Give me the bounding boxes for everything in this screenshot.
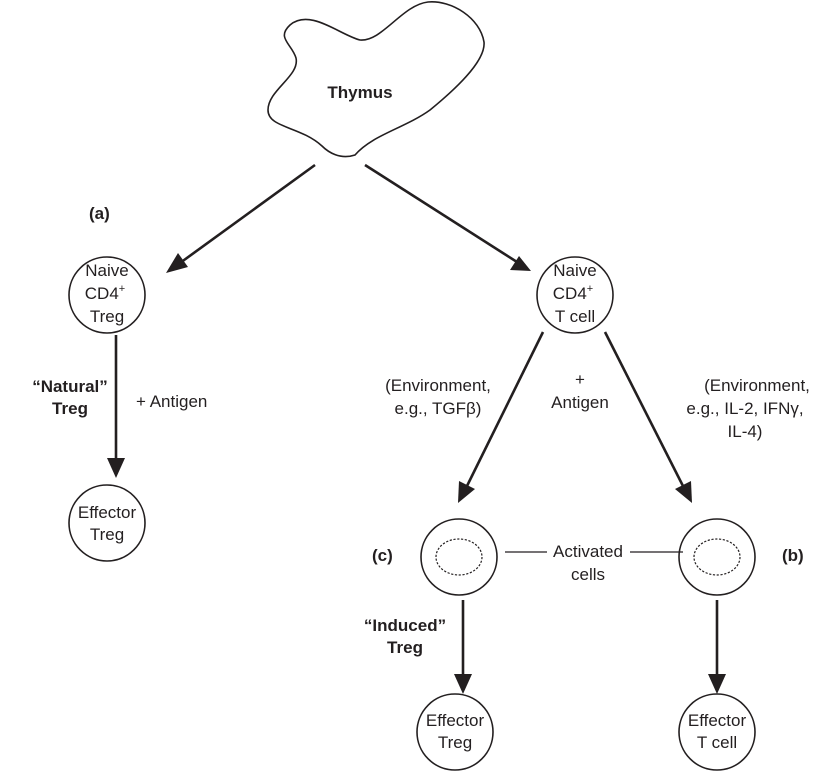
effector-tcell-line1: Effector [688,711,747,730]
naive-tcell-line2: CD4 [553,284,587,303]
effector-treg-natural-cell: Effector Treg [68,484,146,562]
arrowhead-induced [458,481,475,503]
naive-tcell-superscript: + [587,283,593,295]
effector-treg-natural-line2: Treg [90,525,124,544]
arrowhead-effector-tcell [675,481,692,503]
arrowhead-induced-treg [454,674,472,694]
env-right-line3: IL-4) [728,422,763,441]
panel-label-a: (a) [89,204,110,223]
natural-treg-line1: “Natural” [32,377,108,396]
panel-label-b: (b) [782,546,804,565]
activated-cells-line2: cells [571,565,605,584]
effector-tcell-line2: T cell [697,733,737,752]
arrowhead-naive-treg [166,253,188,273]
naive-treg-cell: Naive CD4+ Treg [68,256,146,334]
naive-treg-line3: Treg [90,307,124,326]
arrowhead-effector-tcell-final [708,674,726,694]
panel-label-c: (c) [372,546,393,565]
natural-treg-line2: Treg [52,399,88,418]
arrow-thymus-to-naive-treg [179,163,316,265]
arrowhead-natural-treg [107,458,125,478]
svg-text:CD4+: CD4+ [85,283,125,303]
antigen-center-line2: Antigen [551,393,609,412]
naive-tcell-cell: Naive CD4+ T cell [536,256,614,334]
activated-cell-left [420,518,498,596]
antigen-left-label: + Antigen [136,392,207,411]
effector-treg-induced-line2: Treg [438,733,472,752]
thymus-label: Thymus [327,83,392,102]
induced-treg-line1: “Induced” [364,616,446,635]
svg-text:CD4+: CD4+ [553,283,593,303]
arrowhead-naive-tcell [510,256,531,271]
arrow-thymus-to-naive-tcell [364,163,518,264]
env-left-line2: e.g., TGFβ) [395,399,482,418]
env-left-line1: (Environment, [385,376,491,395]
activated-cells-line1: Activated [553,542,623,561]
antigen-center-line1: + [575,370,585,389]
activated-cell-right [678,518,756,596]
naive-treg-line2: CD4 [85,284,119,303]
effector-treg-natural-line1: Effector [78,503,137,522]
thymus-shape [267,1,485,158]
induced-treg-line2: Treg [387,638,423,657]
naive-treg-line1: Naive [85,261,128,280]
effector-treg-induced-line1: Effector [426,711,485,730]
naive-treg-superscript: + [119,283,125,295]
arrow-to-effector-tcell [603,331,686,489]
arrow-to-induced [464,331,545,489]
naive-tcell-line1: Naive [553,261,596,280]
env-right-line2: e.g., IL-2, IFNγ, [686,399,803,418]
effector-treg-induced-cell: Effector Treg [416,693,494,771]
naive-tcell-line3: T cell [555,307,595,326]
env-right-line1: (Environment, [704,376,810,395]
effector-tcell-cell: Effector T cell [678,693,756,771]
